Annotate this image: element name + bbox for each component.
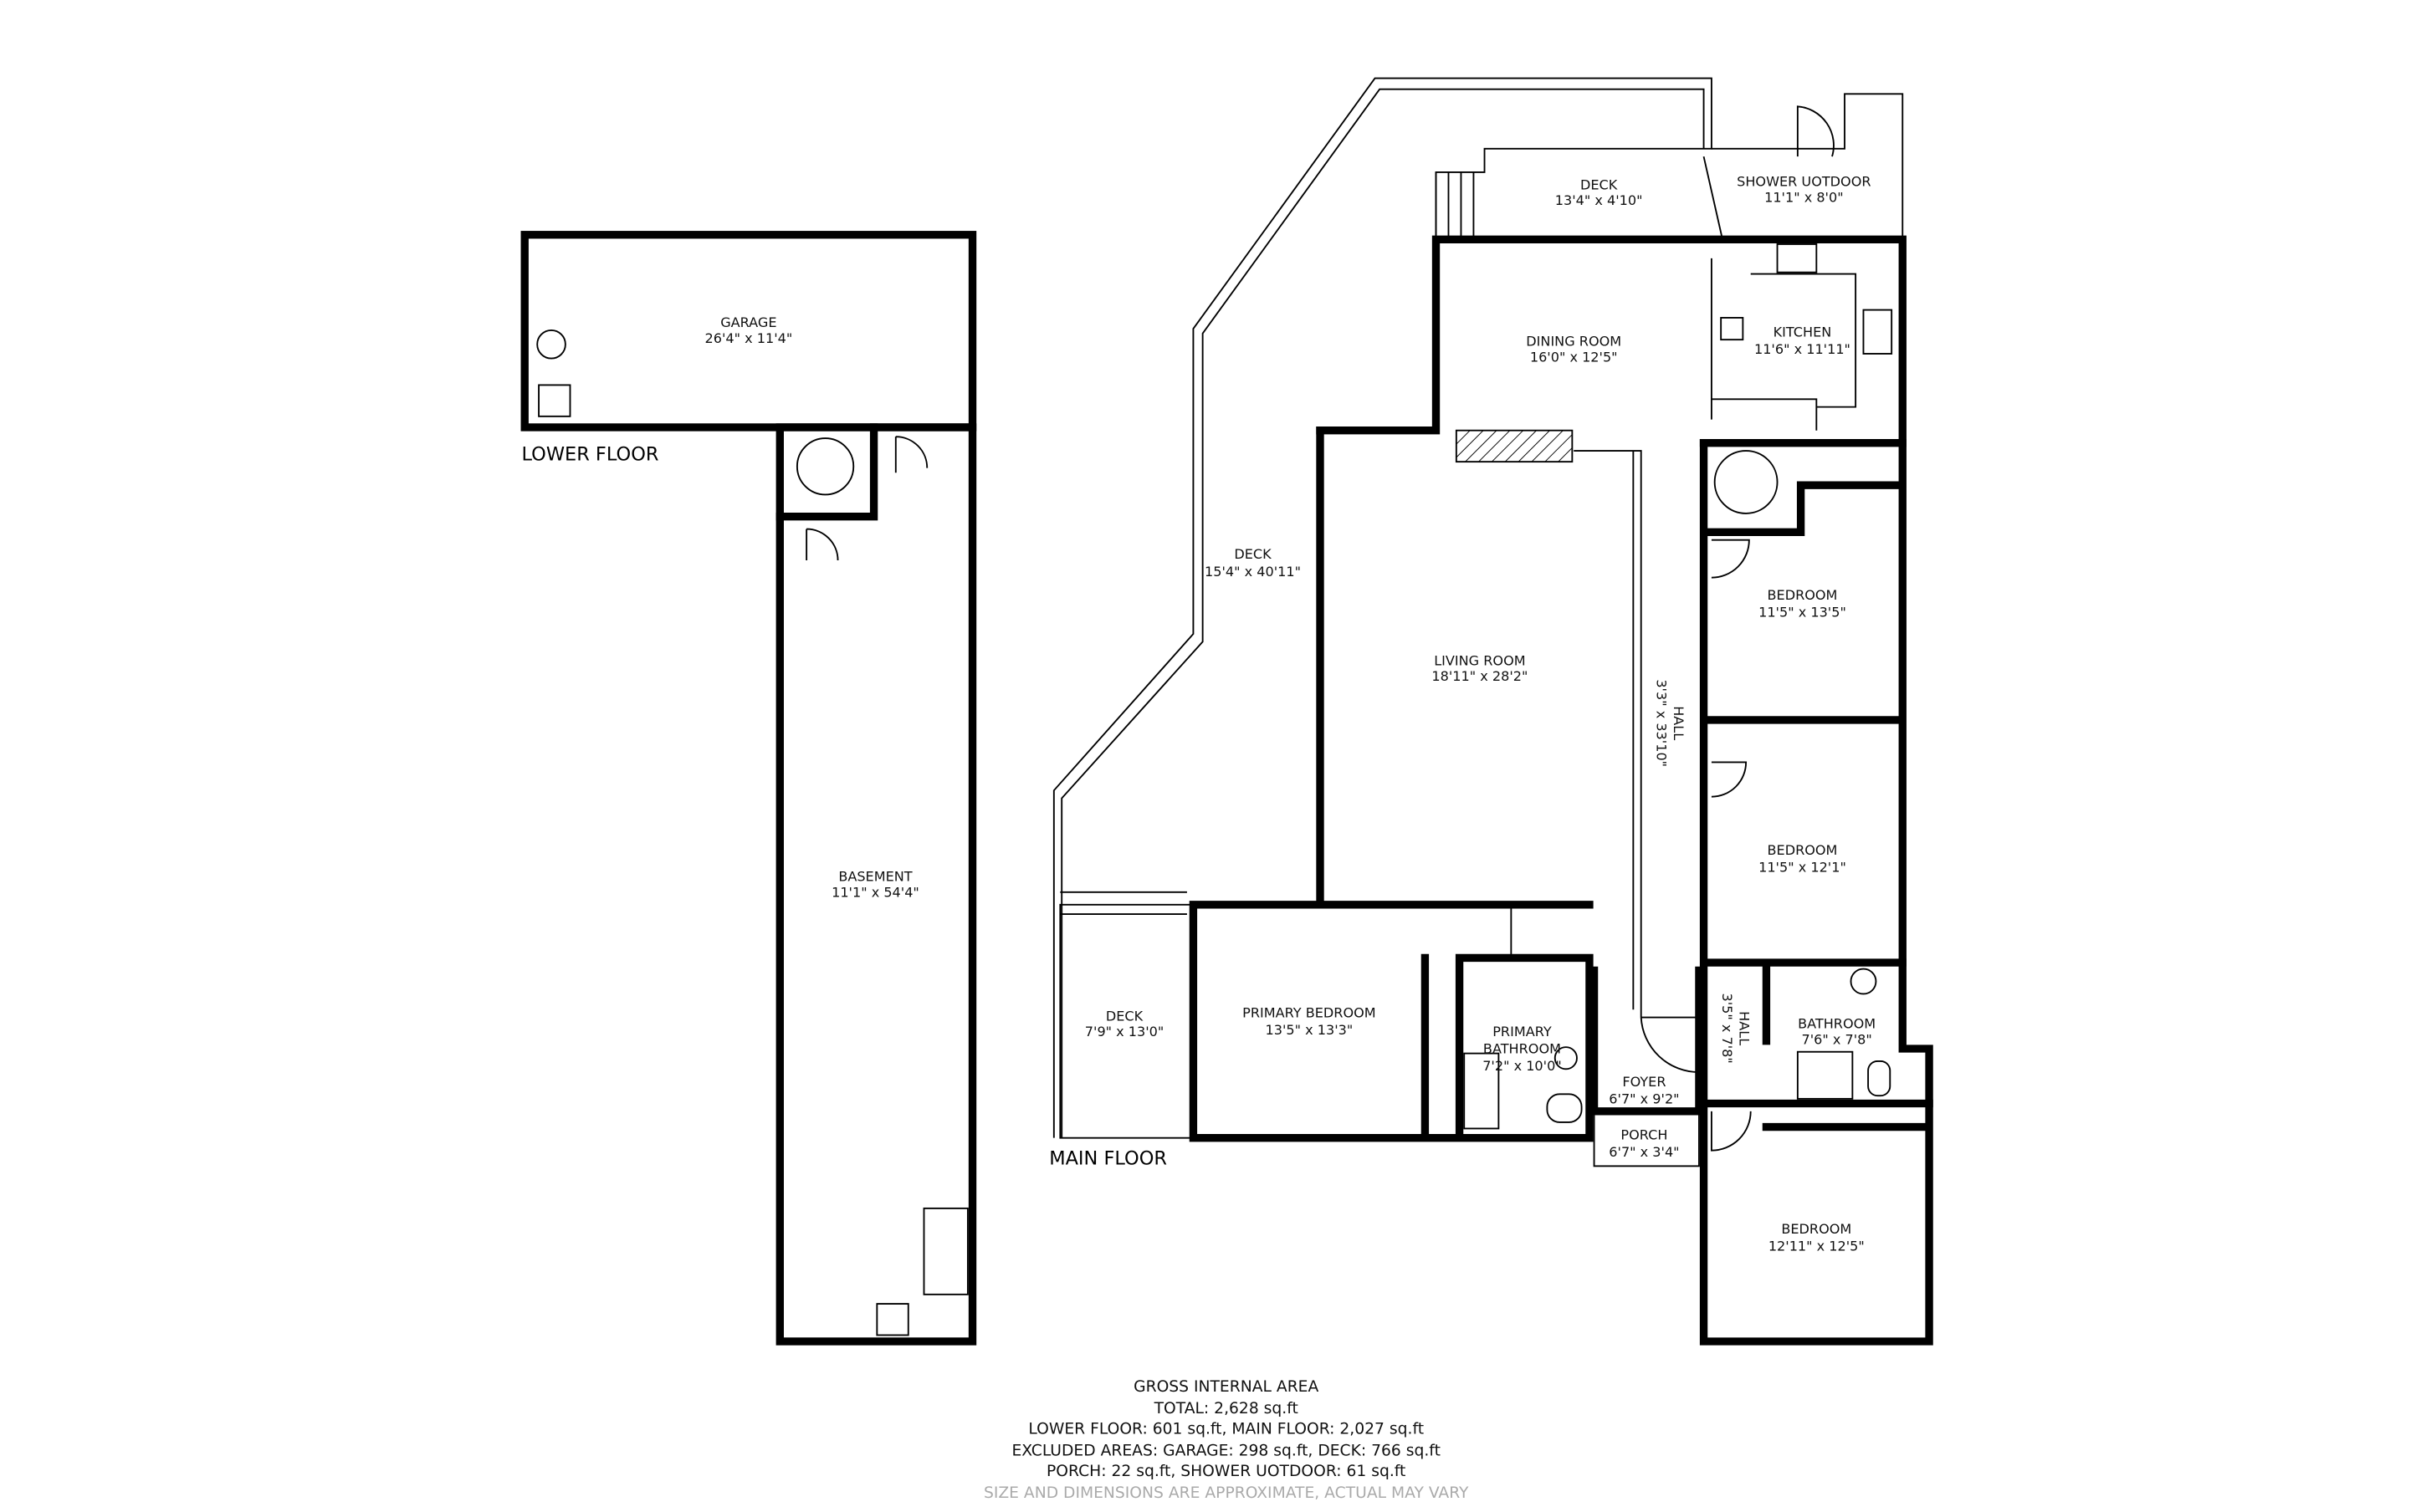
room-name: BEDROOM [1768, 587, 1838, 603]
door-swing-icon [1710, 1111, 1752, 1152]
deck-small-outline [1059, 903, 1193, 1139]
summary-title: GROSS INTERNAL AREA [1134, 1378, 1318, 1396]
stairs-icon [1510, 907, 1699, 1074]
summary-floors: LOWER FLOOR: 601 sq.ft, MAIN FLOOR: 2,02… [1028, 1420, 1424, 1438]
room-name: BEDROOM [1781, 1221, 1851, 1237]
door-swing-icon [894, 436, 929, 473]
lower-floor-plan [520, 231, 977, 1346]
stair-nook-walls [775, 423, 878, 521]
door-swing-icon [1711, 539, 1750, 579]
toilet-icon [1867, 1060, 1891, 1097]
room-dims: 6'7" x 3'4" [1609, 1144, 1679, 1160]
room-dims: 11'1" x 8'0" [1764, 189, 1844, 205]
room-name: BEDROOM [1768, 842, 1838, 858]
room-dims: 3'3" x 33'10" [1653, 679, 1669, 767]
deck-outline-inner [1061, 88, 1705, 1138]
stove-icon [1776, 243, 1818, 273]
room-dims: 11'6" x 11'11" [1754, 341, 1850, 357]
deck-stairs [1435, 171, 1475, 240]
room-dims: 26'4" x 11'4" [704, 330, 792, 346]
bathtub-icon [1463, 1052, 1500, 1130]
spiral-stair-icon [796, 437, 855, 496]
room-name: PORCH [1620, 1127, 1667, 1143]
room-name: BATHROOM [1483, 1041, 1561, 1057]
bathroom-sink-icon [1553, 1046, 1578, 1070]
room-dims: 15'4" x 40'11" [1205, 564, 1301, 580]
toilet-icon [1546, 1093, 1583, 1123]
fireplace-icon [1455, 429, 1574, 463]
bathroom-walls [1699, 958, 1933, 1108]
room-name: PRIMARY BEDROOM [1242, 1005, 1375, 1021]
kitchen-sink-icon [1862, 309, 1893, 355]
spiral-stair-icon [1713, 450, 1779, 514]
room-dims: 11'5" x 12'1" [1758, 860, 1846, 876]
hall-wall [1574, 450, 1642, 1018]
room-dims: 16'0" x 12'5" [1530, 349, 1618, 365]
room-name: BATHROOM [1798, 1016, 1876, 1032]
room-name: DECK [1234, 546, 1272, 562]
sink-icon [876, 1303, 909, 1336]
room-dims: 11'5" x 13'5" [1758, 604, 1846, 620]
room-name: FOYER [1622, 1074, 1666, 1090]
bedroom-walls [1699, 438, 1907, 1108]
lower-floor-label: LOWER FLOOR [521, 443, 658, 465]
door-swing-icon [1711, 761, 1748, 798]
summary-excluded: EXCLUDED AREAS: GARAGE: 298 sq.ft, DECK:… [1012, 1443, 1441, 1460]
room-name: DECK [1580, 176, 1618, 192]
shower-door-icon [1796, 105, 1835, 157]
water-heater-icon [536, 329, 566, 360]
deck-small-rail [1060, 891, 1187, 915]
room-dims: 11'1" x 54'4" [832, 884, 919, 900]
disclaimer: SIZE AND DIMENSIONS ARE APPROXIMATE, ACT… [984, 1484, 1469, 1502]
room-name: GARAGE [720, 314, 776, 330]
room-name: BASEMENT [838, 869, 912, 885]
utility-box-icon [923, 1207, 969, 1295]
room-dims: 12'11" x 12'5" [1768, 1238, 1865, 1254]
kitchen-sink-icon [1720, 317, 1744, 341]
kitchen-counter [1710, 258, 1857, 431]
room-dims: 18'11" x 28'2" [1431, 668, 1528, 684]
room-dims: 7'2" x 10'0" [1482, 1058, 1562, 1074]
door-swing-icon [806, 528, 839, 561]
shower-outline [1702, 93, 1904, 240]
main-floor-label: MAIN FLOOR [1049, 1147, 1167, 1169]
room-name: LIVING ROOM [1434, 652, 1525, 668]
summary-other: PORCH: 22 sq.ft, SHOWER UOTDOOR: 61 sq.f… [1047, 1463, 1405, 1480]
main-floor-plan [1052, 77, 1933, 1346]
room-name: KITCHEN [1774, 324, 1832, 340]
furnace-icon [538, 384, 571, 417]
garage-walls [520, 231, 977, 432]
room-dims: 13'5" x 13'3" [1266, 1022, 1354, 1038]
porch-outline [1593, 1110, 1700, 1167]
room-name: SHOWER UOTDOOR [1737, 174, 1871, 190]
room-name: DINING ROOM [1526, 334, 1621, 350]
room-dims: 3'5" x 7'8" [1719, 994, 1735, 1064]
room-dims: 13'4" x 4'10" [1555, 192, 1643, 208]
primary-walls [1189, 901, 1594, 1142]
summary-total: TOTAL: 2,628 sq.ft [1154, 1400, 1298, 1418]
bathroom-sink-icon [1850, 968, 1877, 995]
room-name: DECK [1106, 1008, 1144, 1024]
room-dims: 7'6" x 7'8" [1802, 1031, 1872, 1047]
room-dims: 7'9" x 13'0" [1085, 1024, 1164, 1040]
shower-icon [1796, 1050, 1854, 1100]
dining-kitchen-walls [1316, 235, 1907, 447]
room-dims: 6'7" x 9'2" [1609, 1091, 1679, 1107]
room-name: HALL [1671, 706, 1687, 740]
bedroom3-walls [1699, 1099, 1933, 1346]
room-name: HALL [1737, 1011, 1753, 1045]
deck-outline [1052, 77, 1712, 1138]
room-name: PRIMARY [1492, 1024, 1552, 1040]
